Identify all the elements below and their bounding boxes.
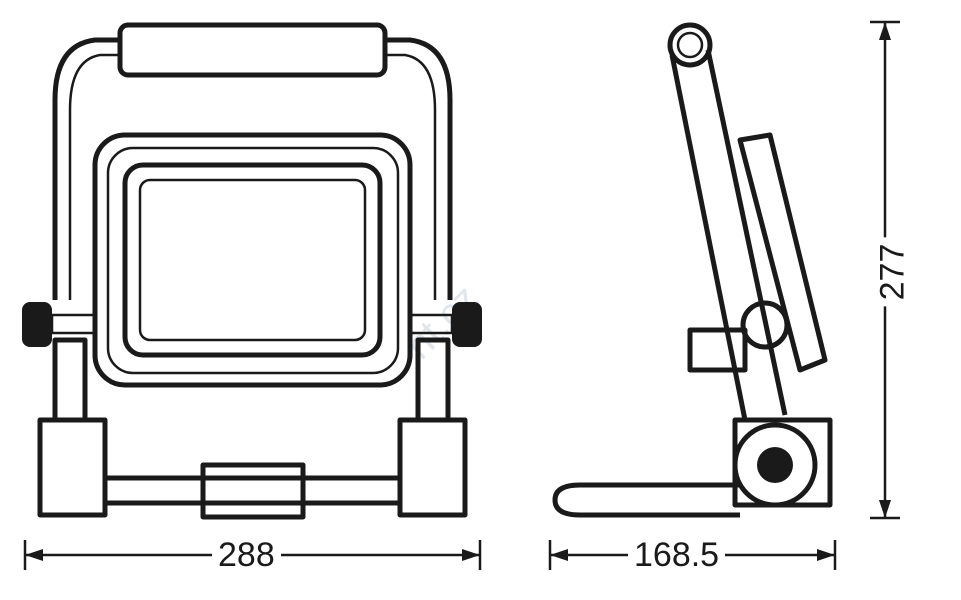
side-arm — [669, 49, 788, 421]
dimension-height: 277 — [873, 237, 911, 307]
side-base — [552, 482, 740, 518]
lamp-lens-frame — [122, 162, 383, 358]
side-view — [552, 22, 833, 518]
side-lamp — [737, 132, 828, 373]
base-clip — [200, 462, 306, 520]
frame-left-arm — [52, 37, 120, 300]
foot-right — [397, 417, 468, 518]
frame-right-arm — [385, 37, 453, 300]
knob-right — [452, 302, 482, 347]
foot-left — [37, 417, 108, 518]
dimension-width: 288 — [212, 538, 281, 572]
lamp-lens — [138, 178, 367, 342]
dimension-depth: 168.5 — [628, 538, 726, 572]
knob-left — [22, 302, 52, 347]
front-view — [22, 22, 482, 520]
base-bar — [102, 475, 403, 506]
side-hinge — [732, 422, 818, 508]
handle-grip — [117, 22, 388, 78]
lamp-housing — [92, 132, 413, 388]
